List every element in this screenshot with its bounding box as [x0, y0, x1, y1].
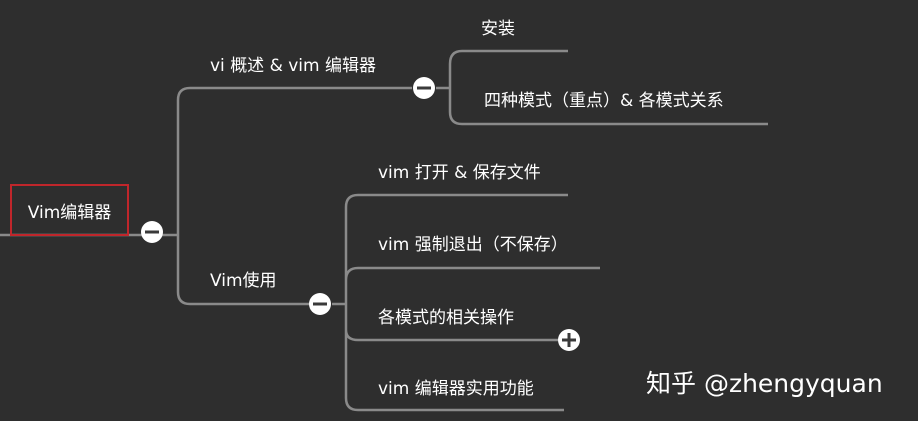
branch-node-usage[interactable]: Vim使用 — [210, 271, 277, 291]
root-node[interactable]: Vim编辑器 — [10, 184, 129, 236]
connector-trunk — [176, 86, 412, 306]
watermark: 知乎 @zhengyquan — [646, 369, 883, 398]
leaf-node-mode-operations[interactable]: 各模式的相关操作 — [378, 308, 514, 328]
root-node-label: Vim编辑器 — [27, 202, 112, 223]
leaf-node-open-save[interactable]: vim 打开 & 保存文件 — [378, 163, 541, 183]
collapse-icon[interactable] — [413, 77, 435, 99]
leaf-node-four-modes[interactable]: 四种模式（重点）& 各模式关系 — [484, 91, 724, 111]
expand-icon[interactable] — [558, 329, 580, 351]
leaf-node-install[interactable]: 安装 — [481, 19, 515, 39]
collapse-icon[interactable] — [309, 293, 331, 315]
connector-branch-1 — [436, 49, 768, 126]
collapse-icon[interactable] — [141, 221, 163, 243]
branch-node-overview[interactable]: vi 概述 & vim 编辑器 — [210, 56, 376, 76]
leaf-node-useful-features[interactable]: vim 编辑器实用功能 — [378, 379, 534, 399]
connector-branch-2 — [332, 193, 600, 412]
leaf-node-force-quit[interactable]: vim 强制退出（不保存） — [378, 235, 568, 255]
